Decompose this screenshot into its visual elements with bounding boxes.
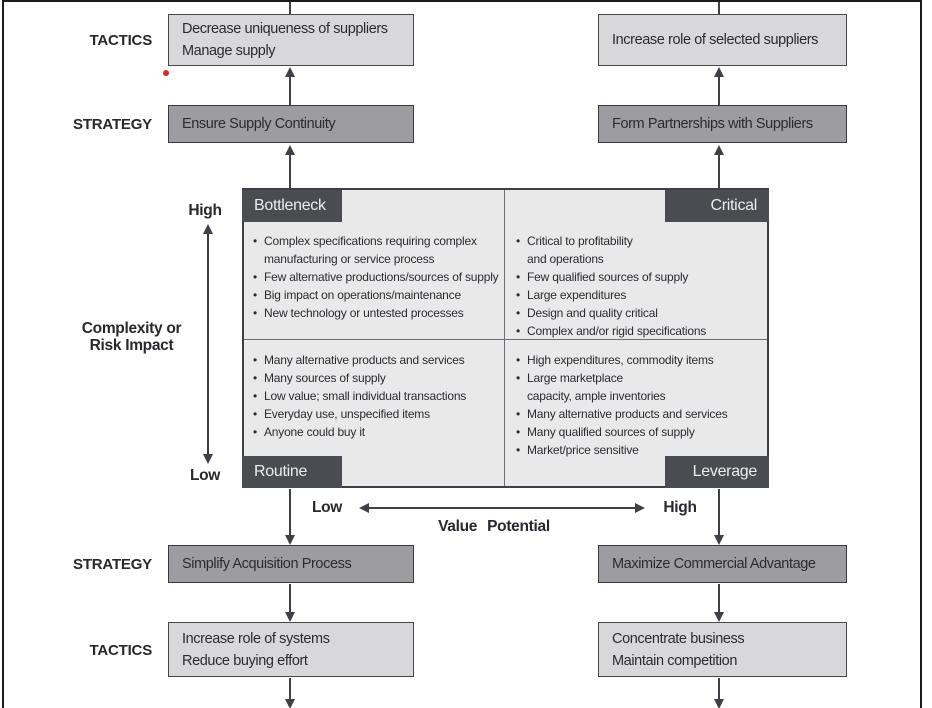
bullet-item: High expenditures, commodity items (516, 352, 764, 370)
arrow-up-icon (203, 224, 213, 234)
bullet-item: Low value; small individual transactions (253, 388, 501, 406)
connector-line (718, 489, 720, 536)
bullet-item: Everyday use, unspecified items (253, 406, 501, 424)
tactics-box-leverage: Concentrate business Maintain competitio… (598, 622, 847, 677)
arrow-down-icon (714, 612, 724, 622)
bullet-item: Many qualified sources of supply (516, 424, 764, 442)
tactics-box-bottleneck: Decrease uniqueness of suppliers Manage … (168, 14, 414, 66)
connector-line (289, 154, 291, 188)
quadrant-tab-bottleneck: Bottleneck (242, 190, 342, 222)
tactics-box-routine: Increase role of systems Reduce buying e… (168, 622, 414, 677)
strategy-box-bottleneck: Ensure Supply Continuity (168, 105, 414, 143)
bottleneck-bullet-list: Complex specifications requiring complex… (253, 233, 501, 323)
arrow-up-icon (714, 67, 724, 77)
x-axis-high-label: High (663, 499, 697, 516)
bullet-item: New technology or untested processes (253, 305, 501, 323)
arrow-down-icon (285, 535, 295, 545)
strategy-box-leverage: Maximize Commercial Advantage (598, 545, 847, 583)
bullet-item: Market/price sensitive (516, 442, 764, 460)
connector-line (718, 76, 720, 105)
y-axis-line (207, 233, 209, 455)
y-axis-title: Complexity or Risk Impact (81, 320, 182, 354)
bullet-item: Anyone could buy it (253, 424, 501, 442)
arrow-right-icon (635, 503, 645, 513)
bullet-item: Few alternative productions/sources of s… (253, 269, 501, 287)
bullet-item: Many alternative products and services (516, 406, 764, 424)
bullet-item: Large expenditures (516, 287, 764, 305)
strategy-label-top: STRATEGY (73, 116, 152, 133)
bullet-item: Many sources of supply (253, 370, 501, 388)
arrow-left-icon (359, 503, 369, 513)
arrow-down-icon (285, 699, 295, 708)
bullet-item: Critical to profitability and operations (516, 233, 764, 268)
strategy-label-bottom: STRATEGY (73, 556, 152, 573)
x-axis-line (368, 507, 635, 509)
connector-line (289, 584, 291, 612)
matrix-horizontal-divider (244, 339, 767, 340)
tactics-label-bottom: TACTICS (89, 642, 153, 659)
connector-line (718, 678, 720, 699)
tactics-box-critical: Increase role of selected suppliers (598, 14, 847, 66)
quadrant-tab-routine: Routine (242, 456, 342, 488)
bullet-item: Complex specifications requiring complex… (253, 233, 501, 268)
strategy-box-critical: Form Partnerships with Suppliers (598, 105, 847, 143)
bullet-item: Big impact on operations/maintenance (253, 287, 501, 305)
connector-line (718, 2, 720, 14)
bullet-item: Design and quality critical (516, 305, 764, 323)
y-axis-high-label: High (188, 202, 222, 219)
connector-line (718, 584, 720, 612)
arrow-up-icon (714, 145, 724, 155)
arrow-down-icon (285, 612, 295, 622)
arrow-down-icon (714, 535, 724, 545)
connector-line (289, 678, 291, 699)
arrow-up-icon (285, 67, 295, 77)
connector-line (289, 489, 291, 536)
quadrant-tab-critical: Critical (665, 190, 769, 222)
critical-bullet-list: Critical to profitability and operations… (516, 233, 764, 341)
arrow-down-icon (203, 454, 213, 464)
x-axis-low-label: Low (311, 499, 343, 516)
bullet-item: Large marketplace capacity, ample invent… (516, 370, 764, 405)
strategy-box-routine: Simplify Acquisition Process (168, 545, 414, 583)
red-dot-marker (163, 70, 169, 76)
bullet-item: Few qualified sources of supply (516, 269, 764, 287)
leverage-bullet-list: High expenditures, commodity items Large… (516, 352, 764, 460)
matrix-vertical-divider (504, 190, 505, 486)
routine-bullet-list: Many alternative products and services M… (253, 352, 501, 442)
bullet-item: Many alternative products and services (253, 352, 501, 370)
quadrant-tab-leverage: Leverage (665, 456, 769, 488)
bullet-item: Complex and/or rigid specifications (516, 323, 764, 341)
arrow-down-icon (714, 699, 724, 708)
connector-line (289, 2, 291, 14)
arrow-up-icon (285, 145, 295, 155)
connector-line (718, 154, 720, 188)
y-axis-low-label: Low (189, 467, 221, 484)
x-axis-title: Value Potential (438, 518, 550, 535)
tactics-label-top: TACTICS (89, 32, 153, 49)
connector-line (289, 76, 291, 105)
